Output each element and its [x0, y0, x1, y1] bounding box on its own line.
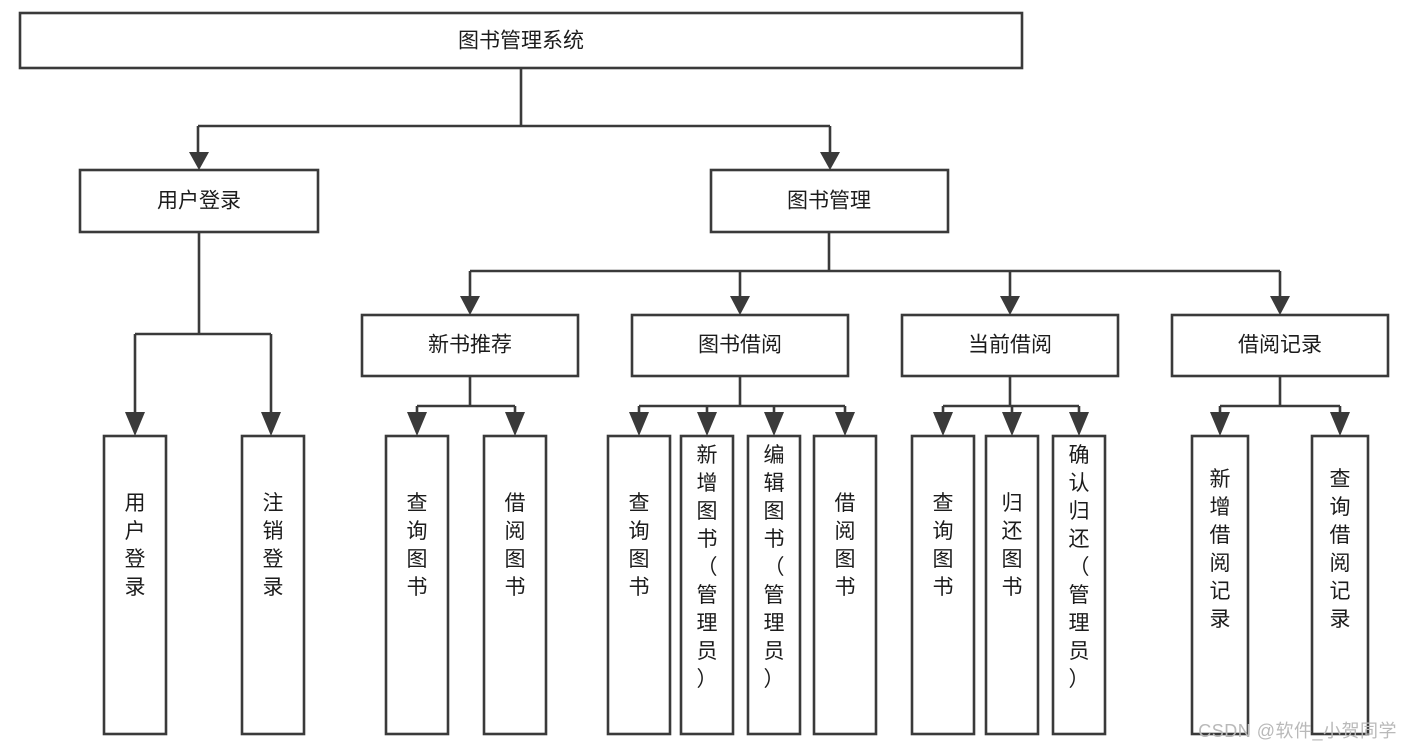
leaf-edit-book-admin-label: 编辑图书（管理员）	[764, 444, 785, 691]
leaf-borrow-book-newbook-label: 借阅图书	[505, 492, 526, 599]
node-book-mgmt-box[interactable]	[709, 168, 950, 234]
arrow-to-leaf-query-book-1	[407, 412, 427, 436]
node-user-login[interactable]: 用户登录	[78, 168, 320, 234]
leaf-return-book-box[interactable]	[984, 434, 1040, 736]
leaf-query-borrow-record-box[interactable]	[1310, 434, 1370, 736]
arrow-to-leaf-confirm-return	[1069, 412, 1089, 436]
leaf-borrow-book-newbook[interactable]: 借阅图书	[482, 434, 548, 736]
leaf-query-book-current-box[interactable]	[910, 434, 976, 736]
arrow-to-leaf-add-record	[1210, 412, 1230, 436]
leaf-return-book-label: 归还图书	[1002, 492, 1023, 599]
node-root-label: 图书管理系统	[458, 30, 584, 53]
connector-layer	[133, 68, 1342, 416]
edge-current-borrow-trunk	[941, 376, 1081, 416]
node-borrow-record[interactable]: 借阅记录	[1170, 313, 1390, 378]
leaf-query-book-current-label: 查询图书	[933, 492, 954, 599]
arrow-to-leaf-borrow-book-1	[505, 412, 525, 436]
node-book-mgmt[interactable]: 图书管理	[709, 168, 950, 234]
leaf-return-book[interactable]: 归还图书	[984, 434, 1040, 736]
leaf-user-login[interactable]: 用户登录	[102, 434, 168, 736]
arrow-to-book-mgmt	[820, 152, 840, 170]
leaf-query-borrow-record-label: 查询借阅记录	[1330, 468, 1351, 631]
arrow-to-leaf-add-book	[697, 412, 717, 436]
arrow-to-leaf-logout	[261, 412, 281, 436]
node-borrow-record-box[interactable]	[1170, 313, 1390, 378]
leaf-add-book-admin[interactable]: 新增图书（管理员）	[679, 434, 735, 736]
arrow-to-leaf-user-login	[125, 412, 145, 436]
leaf-borrow-book-borrow-label: 借阅图书	[835, 492, 856, 599]
node-borrow-record-label: 借阅记录	[1238, 334, 1322, 357]
node-current-borrow-box[interactable]	[900, 313, 1120, 378]
node-current-borrow[interactable]: 当前借阅	[900, 313, 1120, 378]
edge-borrow-book-trunk	[637, 376, 847, 416]
edge-borrow-record-trunk	[1218, 376, 1342, 416]
leaf-edit-book-admin[interactable]: 编辑图书（管理员）	[746, 434, 802, 736]
node-book-borrow[interactable]: 图书借阅	[630, 313, 850, 378]
arrow-to-user-login	[189, 152, 209, 170]
node-user-login-box[interactable]	[78, 168, 320, 234]
leaf-add-book-admin-box[interactable]	[679, 434, 735, 736]
arrow-to-borrow-record	[1270, 296, 1290, 315]
leaf-logout[interactable]: 注销登录	[240, 434, 306, 736]
leaf-user-login-box[interactable]	[102, 434, 168, 736]
edge-book-mgmt-trunk	[468, 232, 1282, 298]
arrow-to-current-borrow	[1000, 296, 1020, 315]
leaf-logout-box[interactable]	[240, 434, 306, 736]
leaf-query-book-newbook-label: 查询图书	[407, 492, 428, 599]
arrow-to-leaf-edit-book	[764, 412, 784, 436]
leaf-add-book-admin-label: 新增图书（管理员）	[697, 444, 718, 691]
leaf-borrow-book-borrow[interactable]: 借阅图书	[812, 434, 878, 736]
leaf-query-book-current[interactable]: 查询图书	[910, 434, 976, 736]
leaf-borrow-book-borrow-box[interactable]	[812, 434, 878, 736]
arrowhead-layer	[125, 152, 1350, 436]
arrow-to-leaf-query-book-2	[629, 412, 649, 436]
arrow-to-leaf-query-book-3	[933, 412, 953, 436]
leaf-add-borrow-record-label: 新增借阅记录	[1210, 468, 1231, 631]
node-root-box[interactable]	[18, 11, 1024, 70]
node-book-mgmt-label: 图书管理	[787, 190, 871, 213]
edge-root-trunk	[196, 68, 832, 155]
edge-new-book-trunk	[415, 376, 517, 416]
leaf-query-book-borrow-label: 查询图书	[629, 492, 650, 599]
node-new-book-recommend-box[interactable]	[360, 313, 580, 378]
node-book-borrow-box[interactable]	[630, 313, 850, 378]
leaf-query-book-newbook[interactable]: 查询图书	[384, 434, 450, 736]
arrow-to-new-book	[460, 296, 480, 315]
leaf-query-book-newbook-box[interactable]	[384, 434, 450, 736]
edge-user-login-trunk	[133, 232, 273, 416]
leaf-edit-book-admin-box[interactable]	[746, 434, 802, 736]
node-current-borrow-label: 当前借阅	[968, 334, 1052, 357]
arrow-to-borrow-book	[730, 296, 750, 315]
csdn-watermark: CSDN @软件_小贺同学	[1198, 721, 1397, 741]
leaf-query-book-borrow[interactable]: 查询图书	[606, 434, 672, 736]
leaf-add-borrow-record[interactable]: 新增借阅记录	[1190, 434, 1250, 736]
node-user-login-label: 用户登录	[157, 190, 241, 213]
arrow-to-leaf-borrow-book-2	[835, 412, 855, 436]
leaf-confirm-return-admin[interactable]: 确认归还（管理员）	[1051, 434, 1107, 736]
arrow-to-leaf-return-book	[1002, 412, 1022, 436]
node-new-book-recommend-label: 新书推荐	[428, 334, 512, 357]
leaf-confirm-return-admin-label: 确认归还（管理员）	[1069, 444, 1090, 691]
node-root[interactable]: 图书管理系统	[18, 11, 1024, 70]
leaf-borrow-book-newbook-box[interactable]	[482, 434, 548, 736]
leaf-add-borrow-record-box[interactable]	[1190, 434, 1250, 736]
leaf-query-borrow-record[interactable]: 查询借阅记录	[1310, 434, 1370, 736]
leaf-query-book-borrow-box[interactable]	[606, 434, 672, 736]
arrow-to-leaf-query-record	[1330, 412, 1350, 436]
leaf-user-login-label: 用户登录	[125, 492, 146, 599]
node-new-book-recommend[interactable]: 新书推荐	[360, 313, 580, 378]
leaf-logout-label: 注销登录	[263, 492, 284, 599]
leaf-confirm-return-admin-box[interactable]	[1051, 434, 1107, 736]
node-book-borrow-label: 图书借阅	[698, 334, 782, 357]
